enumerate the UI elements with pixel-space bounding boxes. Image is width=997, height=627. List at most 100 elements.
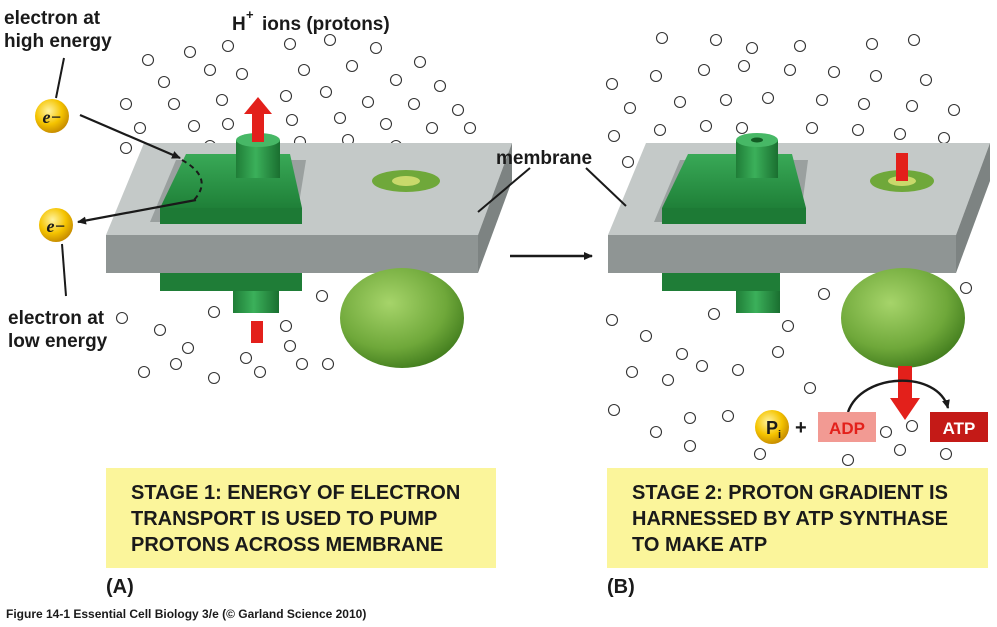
proton-circle <box>137 365 151 379</box>
proton-circle <box>649 425 663 439</box>
proton-circle <box>709 33 723 47</box>
protons-label: ions (protons) <box>262 14 390 35</box>
proton-circle <box>215 93 229 107</box>
adp-box: ADP <box>818 412 876 442</box>
proton-circle <box>425 121 439 135</box>
pointer-low-energy <box>61 243 67 297</box>
proton-circle <box>283 37 297 51</box>
proton-circle <box>141 53 155 67</box>
proton-circle <box>433 79 447 93</box>
proton-circle <box>345 59 359 73</box>
proton-circle <box>451 103 465 117</box>
proton-circle <box>315 289 329 303</box>
proton-circle <box>937 131 951 145</box>
proton-circle <box>947 103 961 117</box>
proton-circle <box>369 41 383 55</box>
proton-circle <box>771 345 785 359</box>
caption-box-stage-2 <box>607 468 988 568</box>
proton-circle <box>607 403 621 417</box>
proton-circle <box>893 127 907 141</box>
proton-entry-arrow <box>251 321 263 343</box>
proton-circle <box>731 363 745 377</box>
label-membrane: membrane <box>496 148 593 169</box>
proton-circle <box>115 311 129 325</box>
proton-circle <box>959 281 973 295</box>
membrane-pointer-a <box>477 167 531 213</box>
proton-circle <box>253 365 267 379</box>
proton-circle <box>683 411 697 425</box>
proton-circle <box>221 39 235 53</box>
proton-circle <box>815 93 829 107</box>
proton-circle <box>133 121 147 135</box>
proton-circle <box>235 67 249 81</box>
proton-circle <box>605 77 619 91</box>
electron-out-arrow <box>77 198 197 225</box>
caption-stage-1: STAGE 1: ENERGY OF ELECTRON TRANSPORT IS… <box>131 482 461 556</box>
proton-circle <box>283 339 297 353</box>
proton-circle <box>625 365 639 379</box>
proton-circle <box>719 93 733 107</box>
electron-transport-protein-a <box>150 133 306 313</box>
proton-circle <box>379 117 393 131</box>
proton-circle <box>621 155 635 169</box>
proton-circle <box>655 31 669 45</box>
proton-circle <box>183 45 197 59</box>
proton-circle <box>319 85 333 99</box>
h-ion-charge: + <box>246 7 254 22</box>
protons-below-membrane-b <box>605 281 973 467</box>
proton-circle <box>879 425 893 439</box>
proton-circle <box>841 453 855 467</box>
proton-circle <box>707 307 721 321</box>
proton-circle <box>207 305 221 319</box>
proton-circle <box>157 75 171 89</box>
proton-circle <box>167 97 181 111</box>
proton-circle <box>793 39 807 53</box>
proton-circle <box>361 95 375 109</box>
atp-synthase-a <box>340 170 464 368</box>
svg-text:i: i <box>778 429 781 441</box>
proton-circle <box>649 69 663 83</box>
proton-circle <box>745 41 759 55</box>
atp-synthase-b <box>841 153 965 368</box>
proton-circle <box>737 59 751 73</box>
electron-high-energy: e− <box>35 99 69 133</box>
svg-text:ADP: ADP <box>829 419 865 438</box>
proton-circle <box>893 443 907 457</box>
proton-circle <box>169 357 183 371</box>
proton-circle <box>869 69 883 83</box>
label-electron-low-energy: electron at low energy <box>8 308 108 352</box>
proton-circle <box>285 113 299 127</box>
proton-circle <box>607 129 621 143</box>
proton-circle <box>661 373 675 387</box>
svg-text:e−: e− <box>47 216 66 236</box>
proton-circle <box>675 347 689 361</box>
proton-circle <box>805 121 819 135</box>
proton-circle <box>919 73 933 87</box>
label-electron-high-energy: electron at high energy <box>4 8 112 52</box>
panel-letter-b: (B) <box>607 576 635 598</box>
plus-sign: + <box>795 417 807 439</box>
proton-circle <box>673 95 687 109</box>
proton-circle <box>279 89 293 103</box>
proton-circle <box>333 111 347 125</box>
proton-circle <box>463 121 477 135</box>
proton-circle <box>407 97 421 111</box>
panel-a: e− e− H + ions (protons) <box>35 7 512 385</box>
electron-in-arrow <box>79 113 181 160</box>
proton-pump-arrow-up <box>244 97 272 142</box>
proton-circle <box>639 329 653 343</box>
proton-circle <box>865 37 879 51</box>
protons-below-membrane-a <box>115 289 335 385</box>
proton-circle <box>221 117 235 131</box>
atp-box: ATP <box>930 412 988 442</box>
h-ion-symbol: H <box>232 14 246 35</box>
proton-circle <box>321 357 335 371</box>
proton-circle <box>857 97 871 111</box>
proton-circle <box>697 63 711 77</box>
proton-circle <box>153 323 167 337</box>
figure-credit: Figure 14-1 Essential Cell Biology 3/e (… <box>6 607 367 621</box>
svg-text:e−: e− <box>43 107 62 127</box>
proton-circle <box>297 63 311 77</box>
electron-low-energy: e− <box>39 208 73 242</box>
proton-circle <box>827 65 841 79</box>
